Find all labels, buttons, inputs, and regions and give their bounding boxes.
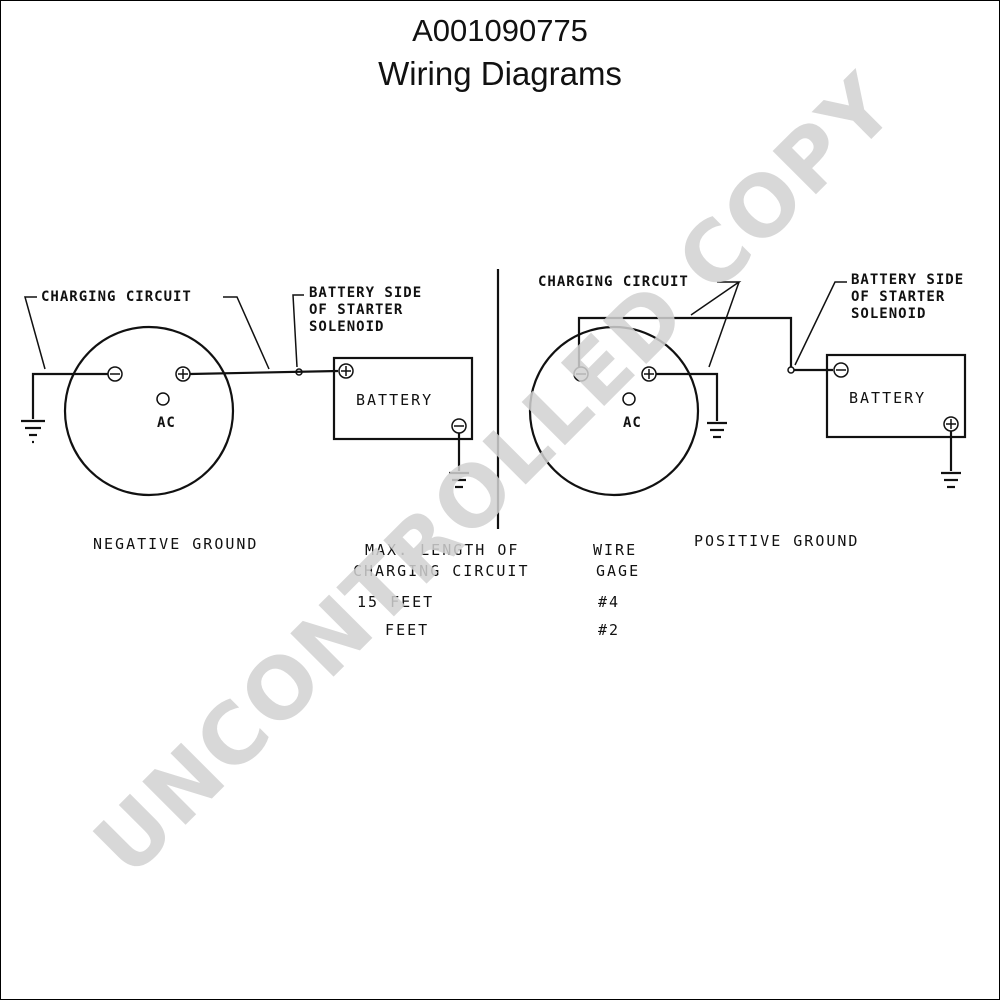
ground-wire-left (31, 372, 108, 419)
table-row-1-length: 15 FEET (357, 593, 434, 611)
uncontrolled-copy-watermark: UNCONTROLLED COPY (75, 55, 914, 894)
table-row-2-length: FEET (363, 621, 429, 639)
solenoid-junction-left (295, 368, 303, 376)
battery-label-left: BATTERY (356, 391, 433, 409)
charging-wire-right (577, 316, 793, 367)
charging-leader-left-a (24, 296, 46, 370)
solenoid-junction-right (787, 366, 795, 374)
table-row-1-gage: #4 (598, 593, 620, 611)
solenoid-label-left-1: BATTERY SIDE (309, 285, 422, 301)
alternator-label-left: AC (157, 415, 176, 431)
ac-terminal-left (156, 392, 170, 406)
alternator-positive-terminal-left (175, 366, 191, 382)
charging-wire-left (189, 369, 339, 376)
charging-circuit-label-right: CHARGING CIRCUIT (538, 274, 689, 290)
alternator-circle-left (63, 325, 235, 497)
positive-ground-diagram: AC BATTERY (528, 272, 967, 550)
solenoid-leader-right (794, 281, 847, 366)
table-header-gage-1: WIRE (593, 541, 637, 559)
solenoid-label-left-2: OF STARTER (309, 302, 403, 318)
positive-ground-label: POSITIVE GROUND (694, 532, 859, 550)
solenoid-label-right-1: BATTERY SIDE (851, 272, 964, 288)
battery-label-right: BATTERY (849, 389, 926, 407)
battery-ground-symbol-right (941, 471, 961, 489)
charging-circuit-label-left: CHARGING CIRCUIT (41, 289, 192, 305)
battery-box-right (825, 353, 967, 439)
battery-negative-terminal-right (833, 362, 849, 378)
negative-ground-label: NEGATIVE GROUND (93, 535, 258, 553)
table-header-gage-2: GAGE (596, 562, 640, 580)
battery-negative-terminal-left (451, 418, 467, 434)
ac-terminal-right (622, 392, 636, 406)
page-title: Wiring Diagrams (378, 55, 622, 92)
battery-box-left (332, 356, 474, 441)
solenoid-leader-left (292, 294, 304, 368)
solenoid-label-right-3: SOLENOID (851, 306, 926, 322)
alternator-label-right: AC (623, 415, 642, 431)
table-header-length-1: MAX. LENGTH OF (365, 541, 519, 559)
solenoid-label-left-3: SOLENOID (309, 319, 384, 335)
alternator-circle-right (528, 325, 700, 497)
battery-positive-terminal-left (338, 363, 354, 379)
ground-symbol-left (21, 419, 45, 444)
alternator-negative-terminal-right (573, 366, 589, 382)
charging-leader-left-b (223, 296, 270, 370)
table-row-2-gage: #2 (598, 621, 620, 639)
alternator-negative-terminal-left (107, 366, 123, 382)
solenoid-label-right-2: OF STARTER (851, 289, 945, 305)
negative-ground-diagram: AC BATTERY (21, 285, 474, 553)
battery-positive-terminal-right (943, 416, 959, 432)
charging-leader-right-b (708, 281, 740, 368)
document-code: A001090775 (412, 13, 588, 48)
wire-gage-table: MAX. LENGTH OF CHARGING CIRCUIT WIRE GAG… (353, 541, 640, 639)
battery-ground-symbol-left (449, 471, 469, 489)
table-header-length-2: CHARGING CIRCUIT (353, 562, 530, 580)
ground-wire-right (656, 372, 719, 421)
ground-symbol-right (707, 421, 727, 439)
